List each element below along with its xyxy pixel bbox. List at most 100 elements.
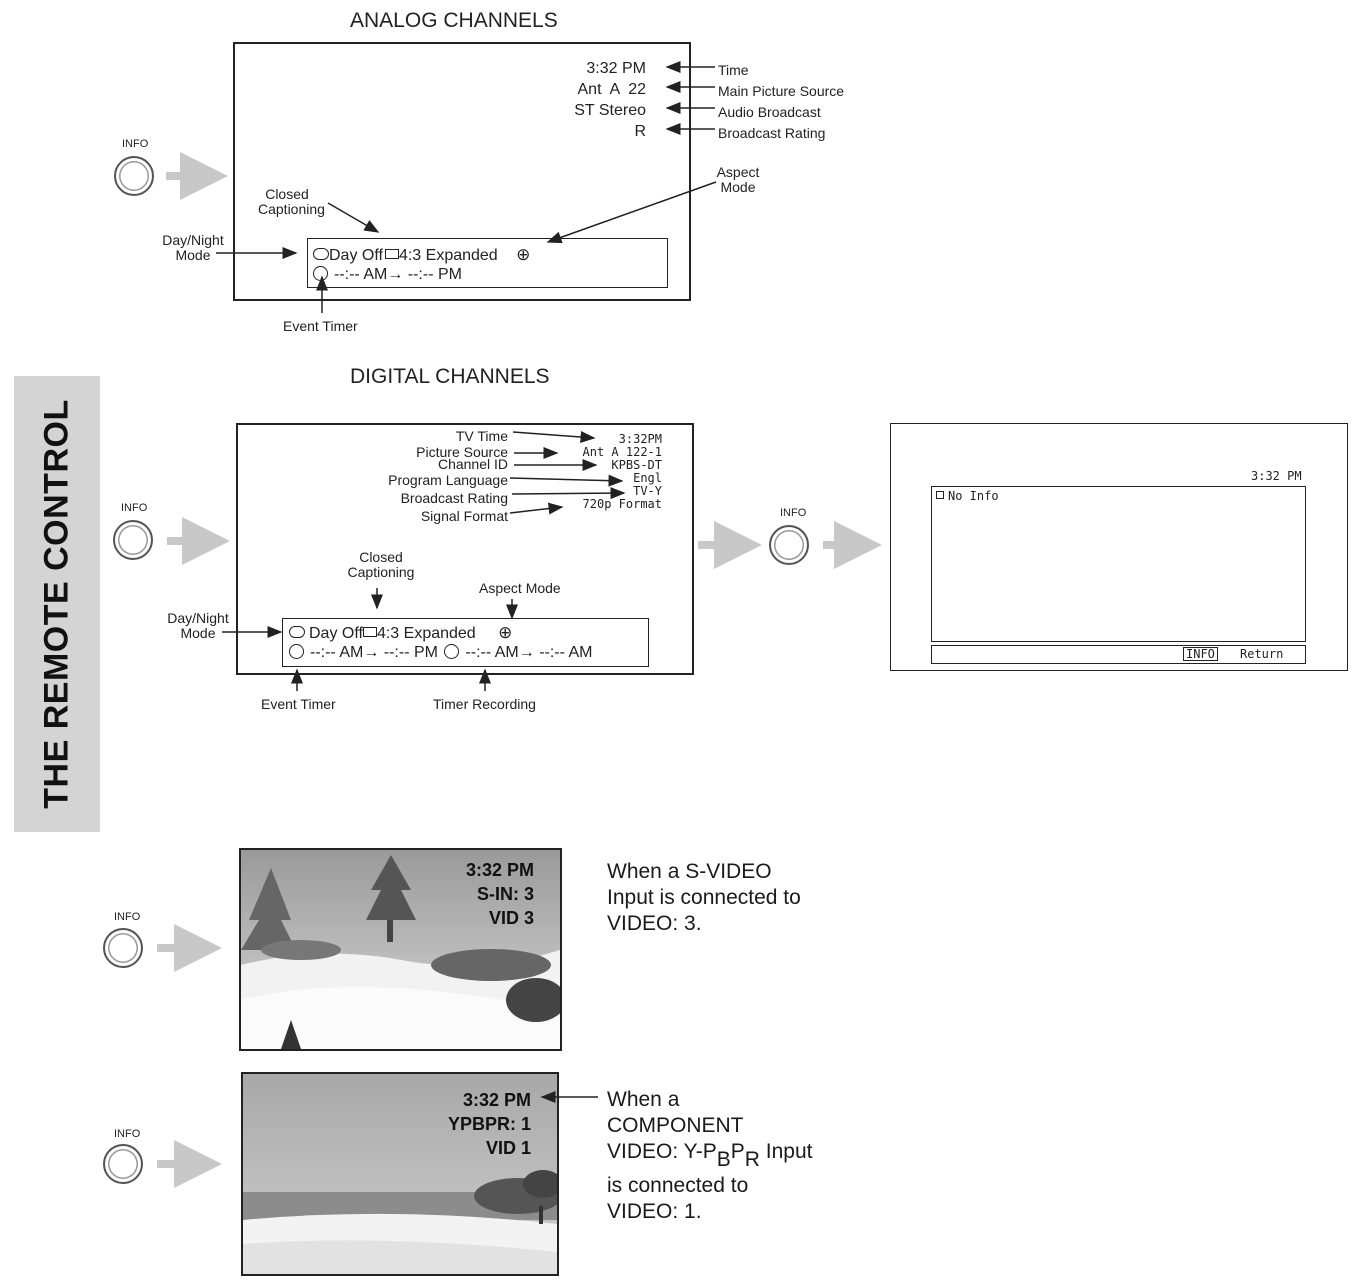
day-night-icon: [289, 626, 305, 638]
svideo-photo: 3:32 PM S-IN: 3 VID 3: [239, 848, 562, 1051]
side-tab: THE REMOTE CONTROL: [14, 376, 100, 832]
component-desc-line5: VIDEO: 1.: [607, 1200, 702, 1223]
no-info-time: 3:32 PM: [1251, 469, 1302, 483]
analog-bar-line2: --:-- AM→ --:-- PM: [313, 266, 462, 284]
aspect-icon: ⊕: [498, 623, 513, 642]
digital-title: DIGITAL CHANNELS: [350, 365, 550, 388]
callout-program-language: Program Language: [388, 472, 508, 488]
return-label: Return: [1240, 647, 1284, 661]
info-button-label-4: INFO: [114, 911, 141, 923]
no-info-footer: [931, 645, 1306, 664]
component-osd-input: YPBPR: 1: [447, 1114, 531, 1134]
digital-aspect-mode-label: Aspect Mode: [479, 580, 561, 596]
analog-info-bar: [307, 238, 668, 288]
callout-broadcast-rating: Broadcast Rating: [718, 125, 826, 141]
analog-callouts: Time Main Picture Source Audio Broadcast…: [718, 60, 844, 144]
event-timer-icon: [289, 644, 304, 659]
digital-callouts: TV Time Picture Source Channel ID Progra…: [330, 428, 508, 524]
event-timer-icon: [313, 266, 328, 281]
digital-aspect-text: 4:3 Expanded: [376, 625, 476, 642]
cc-icon: [384, 249, 399, 259]
component-desc-pre: VIDEO: Y-P: [607, 1140, 717, 1163]
digital-event-timer-label: Event Timer: [261, 696, 336, 712]
analog-day-night-label: Day/Night Mode: [162, 232, 224, 263]
no-info-message: No Info: [948, 489, 999, 503]
info-button-label-3: INFO: [780, 507, 807, 519]
info-key[interactable]: INFO: [1183, 647, 1218, 661]
timer-recording-icon: [444, 644, 460, 659]
component-desc-sub-b: B: [716, 1148, 731, 1171]
analog-title: ANALOG CHANNELS: [350, 9, 558, 32]
digital-osd-language: Engl: [633, 471, 662, 485]
info-button[interactable]: [103, 1144, 143, 1184]
svideo-description: When a S-VIDEO Input is connected to VID…: [607, 860, 801, 935]
info-button-label-5: INFO: [114, 1128, 141, 1140]
callout-channel-id: Channel ID: [437, 456, 508, 472]
component-desc-sub-r: R: [744, 1148, 760, 1171]
digital-osd-format: 720p Format: [582, 497, 662, 511]
analog-closed-captioning-label: Closed Captioning: [258, 186, 325, 217]
digital-osd-rating: TV-Y: [633, 484, 662, 498]
no-info-panel: [931, 486, 1306, 642]
digital-bar-line2: --:-- AM→ --:-- PM --:-- AM→ --:-- AM: [289, 644, 593, 662]
component-osd-vid: VID 1: [485, 1138, 531, 1158]
digital-info-bar: [282, 618, 649, 667]
callout-time: Time: [718, 62, 749, 78]
digital-osd-time: 3:32PM: [618, 432, 662, 446]
analog-osd-source: Ant A 22: [577, 81, 647, 98]
analog-day-off: Day Off: [329, 247, 383, 264]
square-icon: [936, 491, 944, 499]
digital-osd-channel-id: KPBS-DT: [611, 458, 662, 472]
callout-broadcast-rating: Broadcast Rating: [400, 490, 508, 506]
info-button[interactable]: [114, 156, 154, 196]
svideo-osd: 3:32 PM S-IN: 3 VID 3: [466, 858, 534, 930]
beach-scene-image: [243, 1074, 557, 1274]
callout-signal-format: Signal Format: [420, 508, 508, 524]
digital-record-times: --:-- AM→ --:-- AM: [465, 644, 593, 661]
callout-audio-broadcast: Audio Broadcast: [718, 104, 821, 120]
component-photo: 3:32 PM YPBPR: 1 VID 1: [241, 1072, 559, 1276]
digital-closed-captioning-label: Closed Captioning: [347, 549, 415, 580]
analog-event-timer-label: Event Timer: [283, 318, 358, 334]
svideo-osd-input: S-IN: 3: [476, 884, 534, 904]
analog-osd-audio: ST Stereo: [574, 102, 646, 119]
callout-main-picture-source: Main Picture Source: [718, 83, 845, 99]
info-button[interactable]: [113, 520, 153, 560]
component-desc-line3: VIDEO: Y-PBPR Input: [607, 1139, 812, 1173]
info-button[interactable]: [769, 525, 809, 565]
info-button[interactable]: [103, 928, 143, 968]
cc-icon: [362, 627, 377, 637]
digital-event-times: --:-- AM→ --:-- PM: [310, 644, 438, 661]
info-button-label-2: INFO: [121, 502, 148, 514]
digital-day-night-label: Day/Night Mode: [167, 610, 229, 641]
digital-bar-line1: Day Off 4:3 Expanded ⊕: [289, 623, 512, 643]
digital-osd-source: Ant A 122-1: [582, 445, 662, 459]
component-desc-p: P: [730, 1140, 745, 1163]
analog-osd-rating: R: [634, 123, 646, 140]
no-info-message-row: No Info: [936, 489, 999, 503]
callout-picture-source: Picture Source: [416, 444, 508, 460]
component-description: When a COMPONENT VIDEO: Y-PBPR Input is …: [607, 1087, 812, 1225]
svideo-osd-time: 3:32 PM: [465, 860, 534, 880]
aspect-icon: ⊕: [516, 245, 531, 264]
component-desc-line1: When a: [607, 1088, 680, 1111]
callout-tv-time: TV Time: [455, 428, 508, 444]
digital-osd: 3:32PM Ant A 122-1 KPBS-DT Engl TV-Y 720…: [540, 433, 662, 511]
component-desc-line2: COMPONENT: [607, 1114, 744, 1137]
component-osd: 3:32 PM YPBPR: 1 VID 1: [448, 1088, 531, 1160]
digital-timer-recording-label: Timer Recording: [433, 696, 536, 712]
svideo-osd-vid: VID 3: [488, 908, 534, 928]
component-desc-post: Input: [759, 1140, 813, 1163]
component-desc-line4: is connected to: [607, 1174, 749, 1197]
day-night-icon: [313, 248, 329, 260]
component-osd-time: 3:32 PM: [462, 1090, 531, 1110]
winter-scene-image: [241, 850, 560, 1049]
digital-day-off: Day Off: [309, 625, 363, 642]
analog-osd-time: 3:32 PM: [586, 60, 646, 77]
side-tab-label: THE REMOTE CONTROL: [37, 399, 76, 809]
analog-event-times: --:-- AM→ --:-- PM: [334, 266, 462, 283]
analog-aspect-mode-label: Aspect Mode: [716, 164, 760, 195]
info-button-label: INFO: [122, 138, 149, 150]
analog-osd: 3:32 PM Ant A 22 ST Stereo R: [520, 58, 646, 142]
